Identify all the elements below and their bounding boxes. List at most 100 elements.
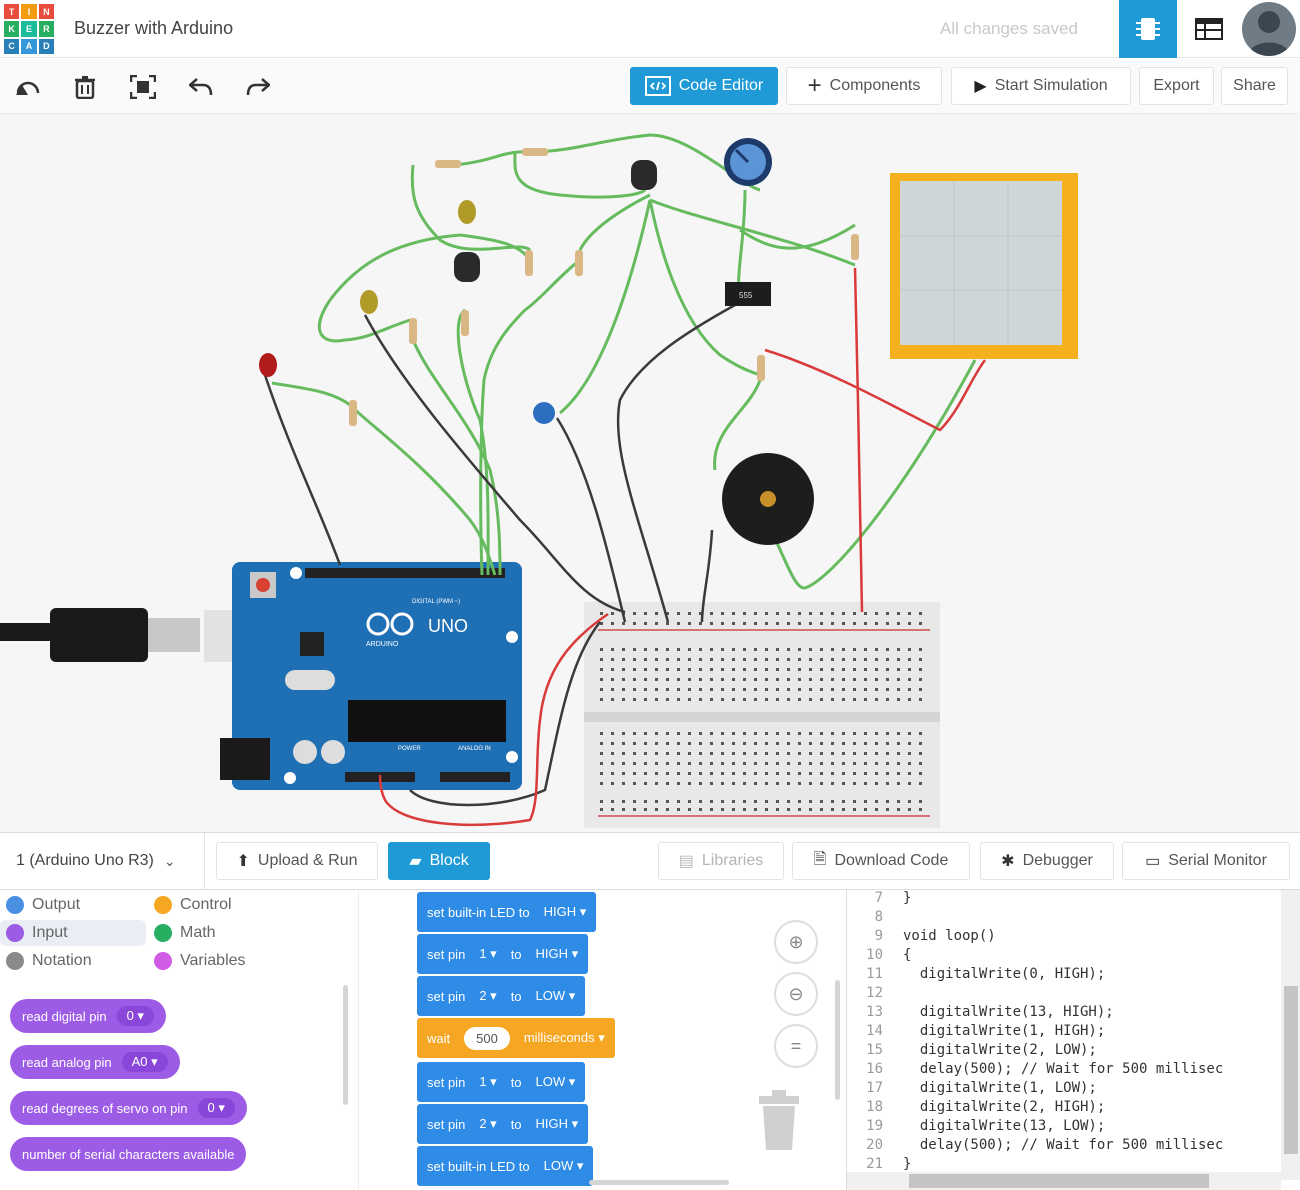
circuit-view-button[interactable] — [1119, 0, 1177, 58]
category-notation[interactable]: Notation — [0, 948, 146, 974]
code-line[interactable]: 20 delay(500); // Wait for 500 millisec — [847, 1137, 1287, 1156]
category-input[interactable]: Input — [0, 920, 146, 946]
palette-block-serial-available[interactable]: number of serial characters available — [10, 1137, 247, 1171]
block-workspace[interactable]: set built-in LED to HIGH ▾ set pin 1 ▾ t… — [358, 890, 846, 1190]
code-line[interactable]: 10{ — [847, 947, 1287, 966]
code-line[interactable]: 14 digitalWrite(1, HIGH); — [847, 1023, 1287, 1042]
code-editor-button[interactable]: Code Editor — [630, 67, 778, 105]
block-dropdown[interactable]: HIGH ▾ — [543, 904, 587, 919]
push-button[interactable] — [533, 402, 555, 424]
code-line[interactable]: 7} — [847, 890, 1287, 909]
code-scrollbar-thumb[interactable] — [1284, 986, 1298, 1154]
block-dropdown-value: LOW — [543, 1158, 574, 1173]
fit-view-button[interactable] — [125, 69, 161, 105]
share-button[interactable]: Share — [1221, 67, 1288, 105]
block-dropdown[interactable]: HIGH ▾ — [535, 1116, 579, 1131]
category-variables[interactable]: Variables — [148, 948, 288, 974]
components-button[interactable]: + Components — [786, 67, 942, 105]
category-output[interactable]: Output — [0, 892, 146, 918]
category-control[interactable]: Control — [148, 892, 288, 918]
block-dropdown[interactable]: LOW ▾ — [535, 988, 576, 1003]
code-line[interactable]: 11 digitalWrite(0, HIGH); — [847, 966, 1287, 985]
start-simulation-button[interactable]: ▶ Start Simulation — [951, 67, 1131, 105]
block-dropdown[interactable]: 0 ▾ — [197, 1098, 235, 1118]
block-label: set pin — [427, 988, 466, 1004]
workspace-block-set-pin[interactable]: set pin 2 ▾ to HIGH ▾ — [417, 1104, 589, 1144]
zoom-in-button[interactable]: ⊕ — [774, 920, 818, 964]
workspace-block-set-pin[interactable]: set pin 2 ▾ to LOW ▾ — [417, 976, 586, 1016]
code-panel-toolbar: 1 (Arduino Uno R3) ⌄ ⬆ Upload & Run ▰ Bl… — [0, 832, 1300, 890]
serial-monitor-button[interactable]: ▭ Serial Monitor — [1122, 842, 1290, 880]
palette-scrollbar[interactable] — [343, 985, 348, 1105]
libraries-button[interactable]: ▤ Libraries — [658, 842, 784, 880]
palette-block-read-analog-pin[interactable]: read analog pin A0 ▾ — [10, 1045, 180, 1079]
transistors[interactable] — [454, 160, 657, 282]
block-dropdown[interactable]: 2 ▾ — [479, 988, 497, 1003]
code-line[interactable]: 8 — [847, 909, 1287, 928]
export-button[interactable]: Export — [1139, 67, 1214, 105]
workspace-block-wait[interactable]: wait 500 milliseconds ▾ — [417, 1018, 615, 1058]
workspace-block-set-pin[interactable]: set pin 1 ▾ to HIGH ▾ — [417, 934, 589, 974]
arduino-uno-board[interactable]: UNO ARDUINO DIGITAL (PWM ~) POWER ANALOG… — [220, 562, 522, 790]
circuit-drawing[interactable]: UNO ARDUINO DIGITAL (PWM ~) POWER ANALOG… — [0, 114, 1300, 832]
code-line[interactable]: 15 digitalWrite(2, LOW); — [847, 1042, 1287, 1061]
code-hscrollbar-thumb[interactable] — [909, 1174, 1209, 1188]
code-line[interactable]: 16 delay(500); // Wait for 500 millisec — [847, 1061, 1287, 1080]
workspace-block-set-pin[interactable]: set pin 1 ▾ to LOW ▾ — [417, 1062, 586, 1102]
project-title[interactable]: Buzzer with Arduino — [74, 18, 234, 38]
oscilloscope[interactable] — [890, 173, 1078, 359]
workspace-block-set-led[interactable]: set built-in LED to HIGH ▾ — [417, 892, 597, 932]
circuit-canvas[interactable]: UNO ARDUINO DIGITAL (PWM ~) POWER ANALOG… — [0, 114, 1300, 832]
block-dropdown[interactable]: A0 ▾ — [121, 1052, 168, 1072]
block-dropdown[interactable]: 0 ▾ — [116, 1006, 154, 1026]
breadboard[interactable] — [584, 602, 940, 828]
zoom-out-button[interactable]: ⊖ — [774, 972, 818, 1016]
user-avatar[interactable] — [1242, 2, 1296, 56]
download-code-button[interactable]: 🗎 Download Code — [792, 842, 970, 880]
debugger-button[interactable]: ✱ Debugger — [980, 842, 1114, 880]
block-dropdown[interactable]: LOW ▾ — [543, 1158, 584, 1173]
workspace-hscrollbar[interactable] — [589, 1180, 729, 1185]
block-label: to — [510, 1116, 522, 1132]
undo-button[interactable] — [183, 69, 219, 105]
upload-run-button[interactable]: ⬆ Upload & Run — [216, 842, 378, 880]
block-mode-button[interactable]: ▰ Block — [388, 842, 490, 880]
code-line[interactable]: 21} — [847, 1156, 1287, 1175]
workspace-scrollbar[interactable] — [835, 980, 840, 1100]
leds[interactable] — [259, 200, 476, 377]
delete-button[interactable] — [67, 69, 103, 105]
rotate-button[interactable] — [10, 69, 46, 105]
block-dropdown[interactable]: 1 ▾ — [479, 946, 497, 961]
red-wires — [378, 267, 987, 827]
code-line[interactable]: 13 digitalWrite(13, HIGH); — [847, 1004, 1287, 1023]
block-dropdown[interactable]: 1 ▾ — [479, 1074, 497, 1089]
resistors[interactable] — [349, 148, 859, 426]
block-dropdown[interactable]: milliseconds ▾ — [523, 1030, 605, 1045]
block-dropdown[interactable]: HIGH ▾ — [535, 946, 579, 961]
block-dropdown[interactable]: LOW ▾ — [535, 1074, 576, 1089]
device-select[interactable]: 1 (Arduino Uno R3) ⌄ — [0, 833, 205, 889]
code-line[interactable]: 18 digitalWrite(2, HIGH); — [847, 1099, 1287, 1118]
code-line[interactable]: 12 — [847, 985, 1287, 1004]
reset-zoom-button[interactable]: = — [774, 1024, 818, 1068]
trash-icon — [75, 76, 95, 99]
potentiometer[interactable] — [724, 138, 772, 186]
category-dot — [154, 924, 172, 942]
code-line[interactable]: 19 digitalWrite(13, LOW); — [847, 1118, 1287, 1137]
category-math[interactable]: Math — [148, 920, 288, 946]
piezo-buzzer[interactable] — [722, 453, 814, 545]
palette-block-read-digital-pin[interactable]: read digital pin 0 ▾ — [10, 999, 166, 1033]
wait-duration-input[interactable]: 500 — [464, 1026, 510, 1050]
workspace-block-set-led[interactable]: set built-in LED to LOW ▾ — [417, 1146, 594, 1186]
block-dropdown[interactable]: 2 ▾ — [479, 1116, 497, 1131]
timer-555-chip[interactable]: 555 — [725, 282, 771, 306]
block-label: wait — [427, 1030, 451, 1046]
trash-bin[interactable] — [754, 1088, 804, 1152]
schematic-view-button[interactable] — [1180, 0, 1238, 58]
redo-button[interactable] — [240, 69, 276, 105]
palette-block-read-servo[interactable]: read degrees of servo on pin 0 ▾ — [10, 1091, 247, 1125]
code-line[interactable]: 17 digitalWrite(1, LOW); — [847, 1080, 1287, 1099]
